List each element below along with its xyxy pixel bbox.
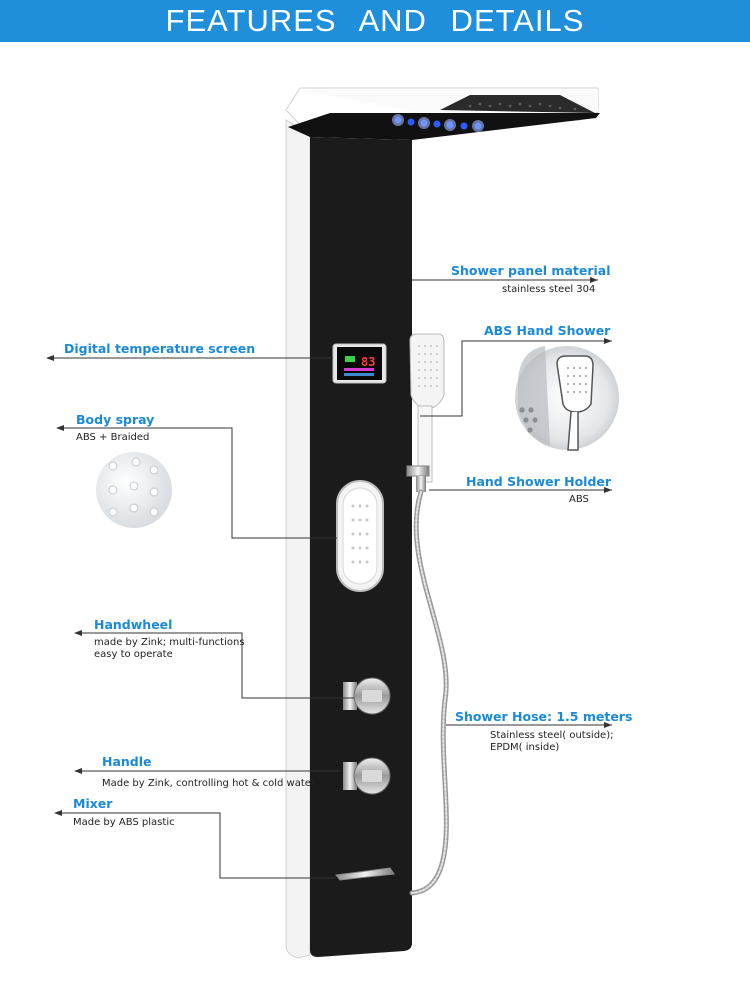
desc-handwheel-line2: easy to operate: [94, 649, 173, 660]
label-handle: Handle: [102, 754, 152, 769]
desc-shower-hose-line1: Stainless steel( outside);: [490, 730, 614, 741]
desc-hand-shower-holder: ABS: [569, 494, 589, 505]
label-digital-temperature-screen: Digital temperature screen: [64, 341, 256, 356]
desc-handle: Made by Zink, controlling hot & cold wat…: [102, 778, 316, 789]
page-title: FEATURES AND DETAILS: [165, 3, 585, 38]
desc-handwheel-line1: made by Zink; multi-functions: [94, 637, 245, 648]
label-handwheel: Handwheel: [94, 617, 173, 632]
rain-head-nozzles-icon: [468, 102, 577, 111]
label-hand-shower-holder: Hand Shower Holder: [466, 474, 612, 489]
label-body-spray: Body spray: [76, 412, 155, 427]
desc-mixer: Made by ABS plastic: [73, 817, 175, 828]
label-shower-panel-material: Shower panel material: [451, 263, 611, 278]
header-banner: [0, 0, 750, 42]
label-abs-hand-shower: ABS Hand Shower: [484, 323, 611, 338]
label-mixer: Mixer: [73, 796, 113, 811]
temperature-readout: 83: [361, 355, 375, 369]
label-shower-hose: Shower Hose: 1.5 meters: [455, 709, 633, 724]
desc-shower-hose-line2: EPDM( inside): [490, 742, 560, 753]
desc-body-spray: ABS + Braided: [76, 432, 150, 443]
desc-shower-panel-material: stainless steel 304: [502, 284, 596, 295]
